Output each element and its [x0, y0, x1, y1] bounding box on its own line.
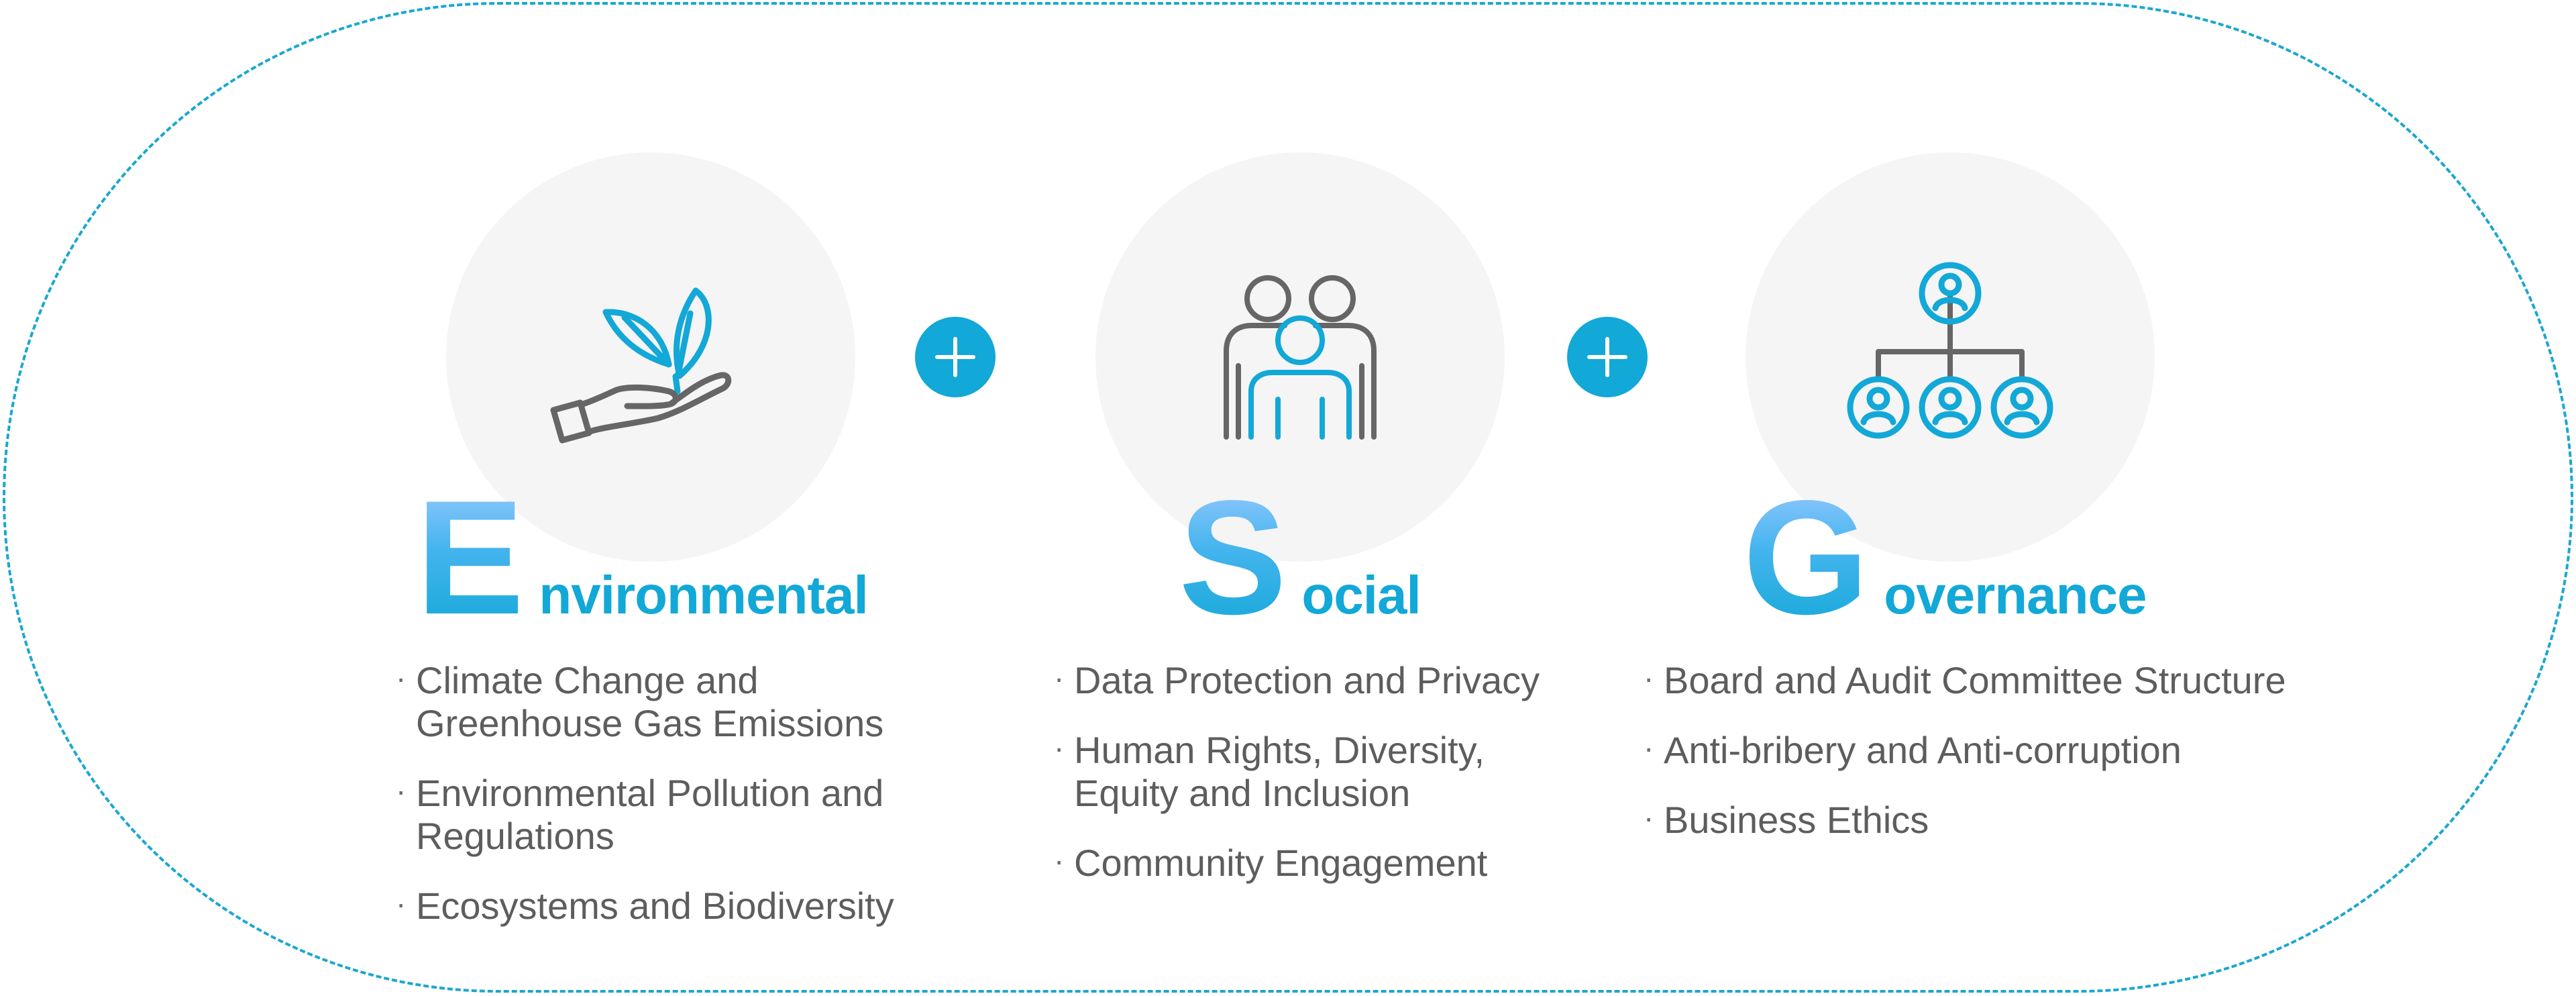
list-item: Business Ethics — [1644, 796, 2286, 842]
people-group-icon — [1224, 275, 1377, 440]
social-initial: S — [1179, 467, 1287, 648]
environmental-initial: E — [416, 467, 524, 648]
plus-icon — [935, 337, 975, 377]
list-item: Data Protection and Privacy — [1054, 656, 1540, 702]
plus-icon — [1587, 337, 1627, 377]
dashed-pill-frame — [3, 2, 2573, 993]
governance-title-rest: overnance — [1884, 565, 2147, 625]
plus-connector-1 — [915, 317, 996, 397]
list-item: Anti-bribery and Anti-corruption — [1644, 726, 2286, 772]
governance-icon-circle — [1746, 152, 2155, 562]
governance-initial: G — [1743, 467, 1869, 648]
list-item: Community Engagement — [1054, 839, 1540, 885]
plant-in-hand-icon — [550, 287, 732, 444]
governance-item-list: Board and Audit Committee Structure Anti… — [1644, 656, 2286, 868]
list-item: Human Rights, Diversity,Equity and Inclu… — [1054, 726, 1540, 815]
social-title-rest: ocial — [1301, 565, 1421, 625]
social-icon-circle — [1095, 152, 1505, 562]
social-item-list: Data Protection and Privacy Human Rights… — [1054, 656, 1540, 911]
list-item: Ecosystems and Biodiversity — [396, 882, 894, 928]
environmental-title-rest: nvironmental — [539, 565, 868, 625]
list-item: Board and Audit Committee Structure — [1644, 656, 2286, 702]
org-chart-icon — [1847, 262, 2053, 439]
plus-connector-2 — [1567, 317, 1648, 397]
environmental-icon-circle — [446, 152, 855, 562]
